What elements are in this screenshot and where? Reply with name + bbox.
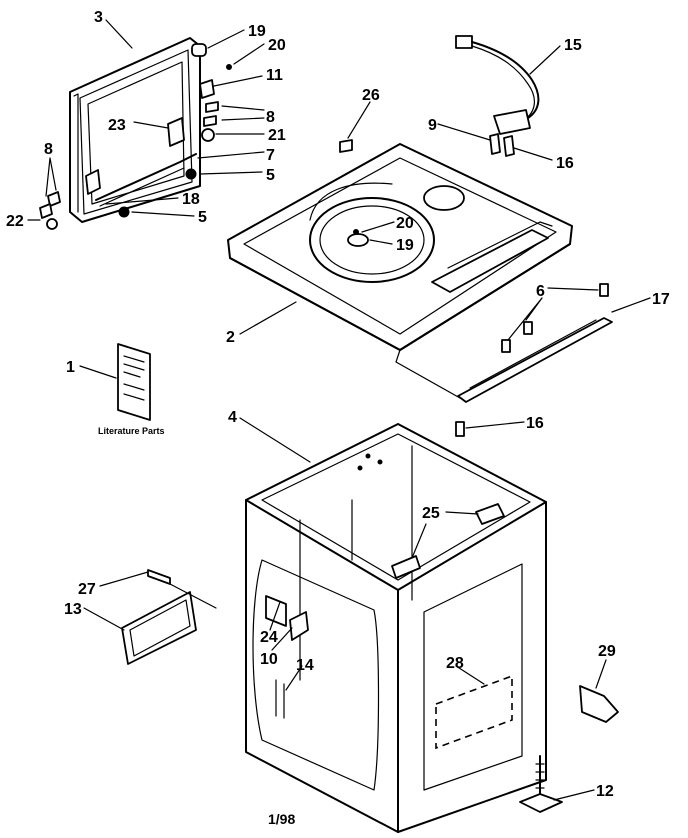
callout-23: 23	[108, 117, 126, 134]
callout-20a: 20	[268, 37, 286, 54]
literature-parts: Literature Parts	[98, 343, 165, 436]
switch-screw-16a	[503, 135, 515, 157]
rear-rail	[455, 283, 613, 437]
hole-a	[365, 453, 371, 459]
screw-16b	[455, 421, 465, 437]
footer-code: 1/98	[268, 811, 295, 827]
callout-29: 29	[598, 643, 616, 660]
callout-8a: 8	[266, 109, 275, 126]
lid-switch	[493, 109, 531, 135]
leader-lines	[27, 19, 651, 801]
screw-20a	[226, 64, 232, 70]
callout-5a: 5	[266, 167, 275, 184]
screw-8b	[47, 191, 61, 207]
clip-11	[199, 79, 215, 99]
callout-28: 28	[446, 655, 464, 672]
callout-labels: 3 19 20 11 8 23 21 7 5 8 18 5 22 26 15 9…	[6, 9, 670, 800]
callout-26: 26	[362, 87, 380, 104]
callout-6: 6	[536, 283, 545, 300]
callout-24: 24	[260, 629, 278, 646]
callout-22: 22	[6, 213, 24, 230]
callout-1: 1	[66, 359, 75, 376]
callout-20b: 20	[396, 215, 414, 232]
screw-8c	[39, 203, 53, 219]
callout-17: 17	[652, 291, 670, 308]
literature-caption: Literature Parts	[98, 426, 165, 436]
bracket-29	[579, 685, 619, 723]
callout-16b: 16	[526, 415, 544, 432]
panel-28	[435, 674, 513, 750]
callout-9: 9	[428, 117, 437, 134]
callout-5b: 5	[198, 209, 207, 226]
grommet-19a	[191, 43, 207, 57]
bumper-5a	[185, 168, 197, 180]
callout-3: 3	[94, 9, 103, 26]
callout-19b: 19	[396, 237, 414, 254]
access-panel	[121, 569, 197, 665]
lid-assembly	[39, 37, 232, 230]
bracket-25b	[391, 555, 421, 579]
top-panel	[227, 139, 573, 399]
callout-11: 11	[266, 67, 283, 84]
callout-2: 2	[226, 329, 235, 346]
screw-8a2	[203, 115, 217, 127]
switch-screw-9	[489, 133, 501, 155]
callout-19a: 19	[248, 23, 266, 40]
screw-6c	[501, 339, 511, 353]
screw-6b	[523, 321, 533, 335]
bracket-10	[289, 611, 309, 641]
clip-27	[147, 569, 171, 585]
screw-6a	[599, 283, 609, 297]
lid-switch-harness	[455, 35, 540, 157]
screw-26	[339, 139, 353, 153]
callout-14: 14	[296, 657, 314, 674]
callout-25: 25	[422, 505, 440, 522]
hole-b	[377, 459, 383, 465]
bumper-5b	[118, 206, 130, 218]
leveling-leg-12	[519, 755, 563, 813]
nut-22	[46, 218, 58, 230]
callout-10: 10	[260, 651, 278, 668]
washer-21	[201, 128, 215, 142]
callout-4: 4	[228, 409, 237, 426]
callout-21: 21	[268, 127, 286, 144]
grommet-19b	[347, 233, 369, 247]
callout-16a: 16	[556, 155, 574, 172]
harness-connector	[455, 35, 473, 49]
callout-15: 15	[564, 37, 582, 54]
hole-c	[357, 465, 363, 471]
cabinet	[245, 423, 547, 833]
callout-8b: 8	[44, 141, 53, 158]
bracket-25a	[475, 503, 505, 525]
callout-13: 13	[64, 601, 82, 618]
callout-27: 27	[78, 581, 96, 598]
screw-8a	[205, 101, 219, 113]
callout-12: 12	[596, 783, 614, 800]
callout-18: 18	[182, 191, 200, 208]
callout-7: 7	[266, 147, 275, 164]
